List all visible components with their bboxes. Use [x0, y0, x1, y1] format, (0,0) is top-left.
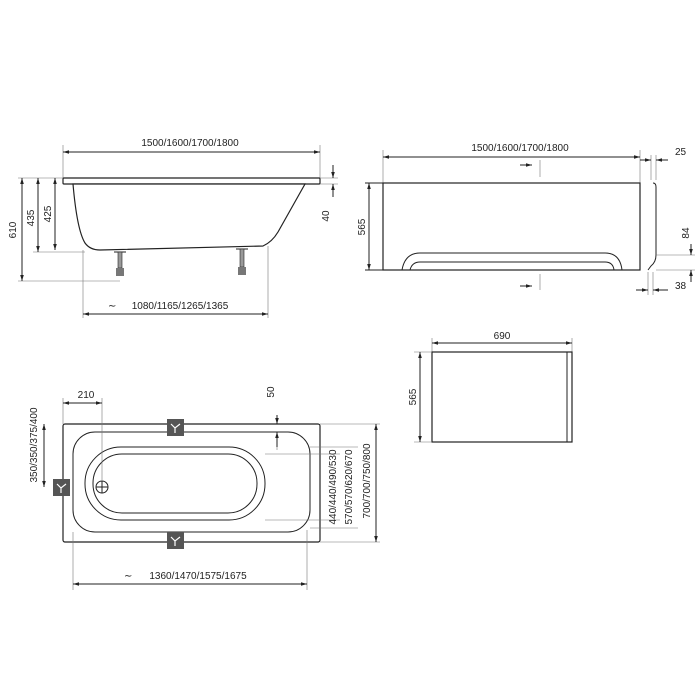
basin-inner [92, 453, 258, 514]
rim-40-label: 40 [321, 210, 332, 222]
tub-rim [62, 177, 321, 185]
mounting-bracket-icon [53, 479, 70, 496]
tub-body [72, 183, 307, 251]
end-panel-view: 690 565 [408, 331, 573, 443]
basin-width-label: 570/570/620/670 [344, 449, 355, 525]
profile-38-label: 38 [675, 281, 687, 292]
approx-icon: ∼ [124, 571, 132, 582]
end-panel-width-label: 690 [494, 331, 511, 342]
tub-leg [114, 251, 126, 276]
profile-84-label: 84 [681, 227, 692, 239]
mounting-bracket-icon [167, 532, 184, 549]
panel-length-label: 1500/1600/1700/1800 [471, 143, 569, 154]
tub-rim-inner [72, 431, 311, 533]
drain-icon [95, 480, 109, 494]
mounting-bracket-icon [167, 419, 184, 436]
side-length-label: 1500/1600/1700/1800 [141, 138, 239, 149]
profile-25-label: 25 [675, 147, 687, 158]
end-panel-height-label: 565 [408, 388, 419, 405]
side-bottom-length-label: 1080/1165/1265/1365 [132, 301, 229, 312]
rim-offset-label: 50 [266, 386, 277, 398]
basin-outer [84, 446, 266, 521]
side-view: 1500/1600/1700/1800 610 435 425 40 ∼ 108… [8, 138, 338, 318]
end-panel [431, 351, 573, 443]
front-panel [382, 182, 641, 271]
panel-height-label: 565 [357, 218, 368, 235]
height-435-label: 435 [26, 209, 37, 226]
panel-profile [647, 182, 657, 271]
approx-icon: ∼ [108, 301, 116, 312]
height-610-label: 610 [8, 221, 19, 238]
outer-width-label: 700/700/750/800 [362, 443, 373, 519]
top-bottom-length-label: 1360/1470/1575/1675 [149, 571, 247, 582]
inner-width-label: 440/440/490/530 [328, 449, 339, 525]
height-425-label: 425 [43, 205, 54, 222]
drain-position-label: 350/350/375/400 [29, 407, 40, 483]
top-view: 210 50 350/350/375/400 440/440/490/530 5… [29, 386, 380, 590]
drain-offset-label: 210 [78, 390, 95, 401]
tub-leg [236, 248, 248, 275]
front-panel-view: 1500/1600/1700/1800 565 25 84 38 [357, 143, 695, 295]
